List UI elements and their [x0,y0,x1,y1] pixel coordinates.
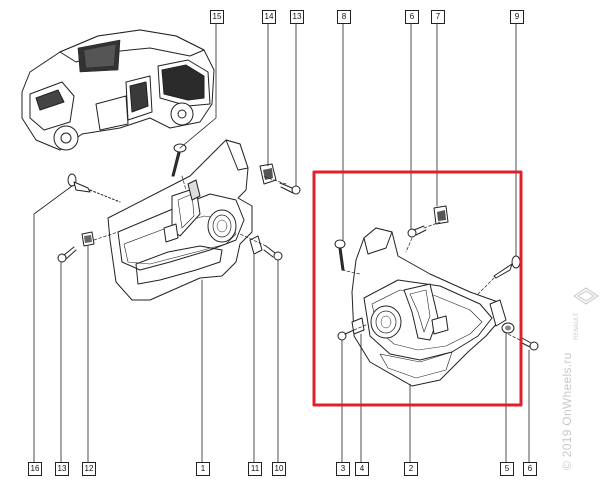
renault-logo [573,287,599,305]
pin-part-9 [493,255,521,279]
pin-part-5 [501,322,515,334]
part-label-13-bottom: 13 [55,462,69,476]
part-label-7: 7 [431,10,445,24]
screw-part-3 [337,329,355,341]
clip-part-11 [249,235,263,255]
clip-part-4 [351,317,365,335]
car-illustration [21,29,215,151]
part-label-1: 1 [196,462,210,476]
screw-part-10 [263,245,283,261]
part-label-8: 8 [337,10,351,24]
clip-part-7 [433,205,449,225]
part-label-6-bottom: 6 [523,462,537,476]
part-label-14: 14 [262,10,276,24]
screw-part-6-bottom [519,337,539,351]
highlight-box [312,170,523,407]
part-label-5: 5 [500,462,514,476]
part-label-11: 11 [248,462,262,476]
nut-part-12 [81,231,95,247]
part-label-16: 16 [28,462,42,476]
screw-part-13-top [279,182,301,195]
part-label-3: 3 [336,462,350,476]
leader-lines [33,21,530,463]
watermark-brand: RENAULT [574,312,580,340]
screw-part-6-top [407,225,427,238]
part-label-6-top: 6 [405,10,419,24]
screw-part-13-bottom [57,246,77,263]
pin-part-16 [67,173,121,203]
part-label-10: 10 [272,462,286,476]
watermark-text: © 2019 OnWheels.ru [560,352,574,470]
screw-part-8 [334,239,346,271]
part-label-12: 12 [82,462,96,476]
part-label-2: 2 [404,462,418,476]
part-label-15: 15 [210,10,224,24]
door-panel-right [351,227,507,387]
clip-part-14 [259,163,277,185]
part-label-4: 4 [355,462,369,476]
part-label-9: 9 [510,10,524,24]
door-panel-left [107,139,253,301]
part-label-13-top: 13 [290,10,304,24]
screw-part-15 [171,143,187,177]
assembly-lines [93,175,521,341]
